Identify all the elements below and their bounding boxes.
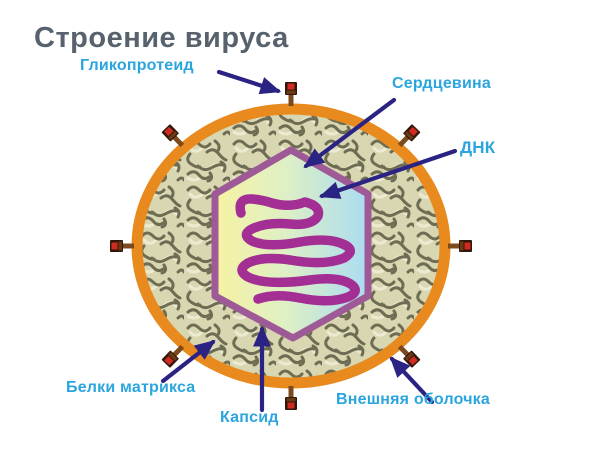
spike-bottom xyxy=(285,386,297,410)
spike-top xyxy=(285,82,297,106)
dna-arrow xyxy=(318,148,458,199)
spike-right xyxy=(448,240,472,252)
matrix-proteins-arrow xyxy=(160,339,216,384)
pointer-arrows xyxy=(160,69,458,413)
core-arrow xyxy=(303,97,397,169)
label-glycoprotein: Гликопротеид xyxy=(80,57,194,74)
label-core: Сердцевина xyxy=(392,75,491,92)
glycoprotein-arrow xyxy=(216,69,282,95)
page-title: Строение вируса xyxy=(34,22,289,54)
label-matrix-proteins: Белки матрикса xyxy=(66,379,196,396)
outer-envelope-arrow xyxy=(389,356,435,405)
label-dna: ДНК xyxy=(460,138,496,157)
label-outer-envelope: Внешняя оболочка xyxy=(336,391,490,408)
spike-left xyxy=(110,240,134,252)
label-capsid: Капсид xyxy=(220,409,279,426)
dna-strand xyxy=(235,194,360,306)
